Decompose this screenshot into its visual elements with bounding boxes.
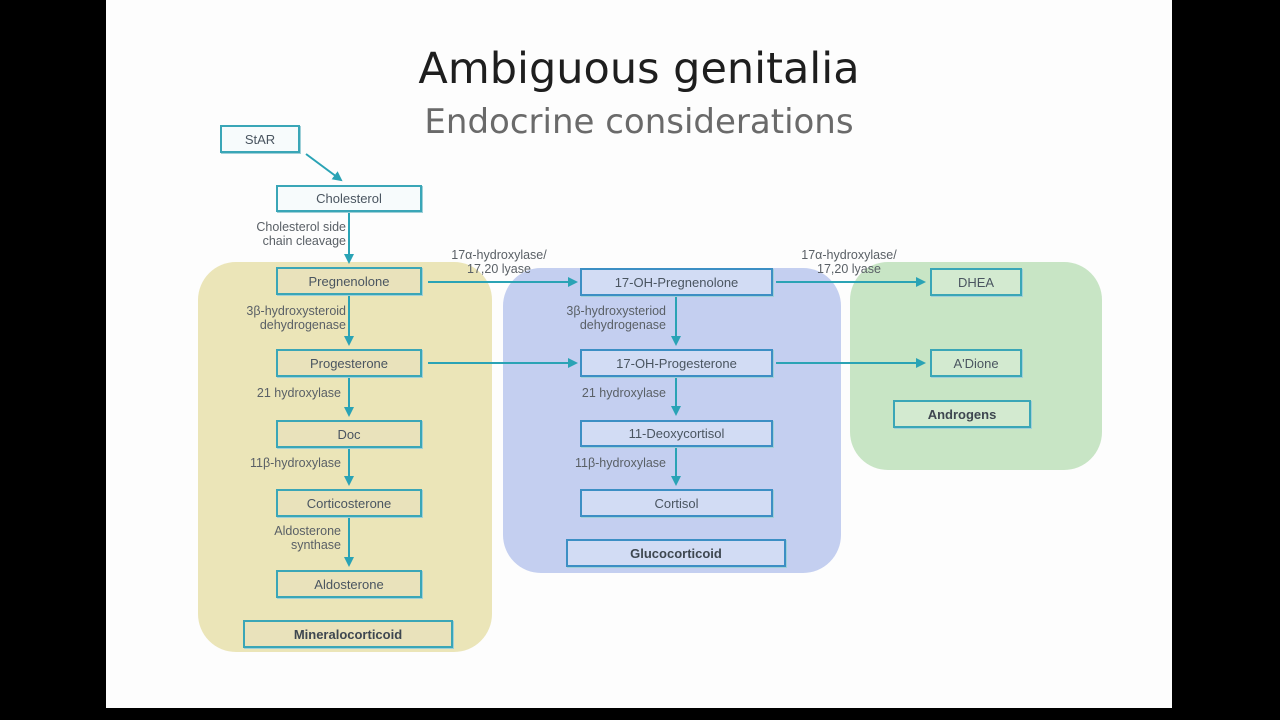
node-cortisol: Cortisol <box>580 489 773 517</box>
slide-subtitle: Endocrine considerations <box>424 102 854 142</box>
enzyme-lyase2-line1: 17α-hydroxylase/ <box>801 248 897 262</box>
enzyme-aldo-line1: Aldosterone <box>274 524 341 538</box>
enzyme-scc: Cholesterol side chain cleavage <box>196 220 346 248</box>
enzyme-aldo-line2: synthase <box>290 538 341 552</box>
enzyme-aldosterone-synthase: Aldosterone synthase <box>186 524 341 552</box>
enzyme-17a-hydroxylase-lyase-1: 17α-hydroxylase/ 17,20 lyase <box>424 248 574 276</box>
enzyme-3b-hsd-left-line2: dehydrogenase <box>259 318 346 332</box>
node-17-oh-pregnenolone: 17-OH-Pregnenolone <box>580 268 773 296</box>
node-star: StAR <box>220 125 300 153</box>
enzyme-scc-line2: chain cleavage <box>262 234 346 248</box>
enzyme-21-hydroxylase-mid: 21 hydroxylase <box>581 386 666 400</box>
enzyme-3b-hsd-mid-line1: 3β-hydroxysteriod <box>566 304 666 318</box>
node-aldosterone: Aldosterone <box>276 570 422 598</box>
node-dhea: DHEA <box>930 268 1022 296</box>
enzyme-3b-hsd-mid-line2: dehydrogenase <box>579 318 666 332</box>
enzyme-11b-hydroxylase-mid: 11β-hydroxylase <box>574 456 666 470</box>
slide: Ambiguous genitalia Endocrine considerat… <box>106 0 1172 708</box>
node-corticosterone: Corticosterone <box>276 489 422 517</box>
enzyme-lyase1-line2: 17,20 lyase <box>467 262 531 276</box>
node-pregnenolone: Pregnenolone <box>276 267 422 295</box>
node-11-deoxycortisol: 11-Deoxycortisol <box>580 420 773 447</box>
enzyme-3b-hsd-left-line1: 3β-hydroxysteroid <box>246 304 346 318</box>
node-doc: Doc <box>276 420 422 448</box>
enzyme-3b-hsd-mid: 3β-hydroxysteriod dehydrogenase <box>506 304 666 332</box>
enzyme-lyase2-line2: 17,20 lyase <box>817 262 881 276</box>
enzyme-scc-line1: Cholesterol side <box>256 220 346 234</box>
enzyme-lyase1-line1: 17α-hydroxylase/ <box>451 248 547 262</box>
enzyme-17a-hydroxylase-lyase-2: 17α-hydroxylase/ 17,20 lyase <box>774 248 924 276</box>
node-progesterone: Progesterone <box>276 349 422 377</box>
enzyme-11b-hydroxylase-left: 11β-hydroxylase <box>249 456 341 470</box>
enzyme-21-hydroxylase-left: 21 hydroxylase <box>256 386 341 400</box>
enzyme-3b-hsd-left: 3β-hydroxysteroid dehydrogenase <box>186 304 346 332</box>
slide-title: Ambiguous genitalia <box>418 44 860 94</box>
group-androgens: Androgens <box>893 400 1031 428</box>
node-17-oh-progesterone: 17-OH-Progesterone <box>580 349 773 377</box>
pathway-arrows <box>305 153 926 567</box>
arrow-star-cholesterol <box>305 153 343 182</box>
group-mineralocorticoid: Mineralocorticoid <box>243 620 453 648</box>
node-adione: A'Dione <box>930 349 1022 377</box>
node-cholesterol: Cholesterol <box>276 185 422 212</box>
group-glucocorticoid: Glucocorticoid <box>566 539 786 567</box>
